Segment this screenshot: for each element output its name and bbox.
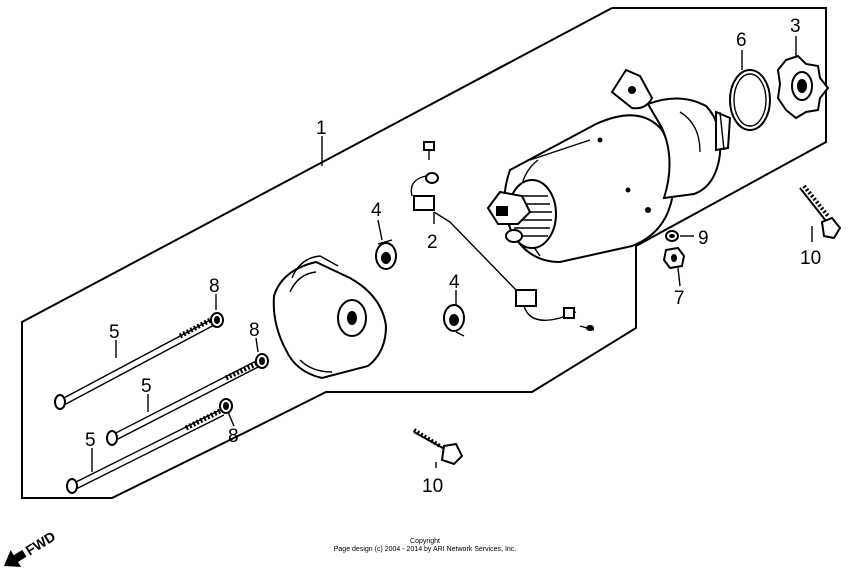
washer-9 — [665, 230, 679, 242]
starter-motor-body — [486, 68, 732, 264]
mounting-bolt-right — [799, 184, 842, 240]
o-ring — [729, 69, 771, 131]
nut-8-bottom — [219, 398, 233, 414]
callout-5-top: 5 — [109, 322, 120, 343]
callout-5-bottom: 5 — [85, 430, 96, 451]
callout-8-top: 8 — [209, 276, 220, 297]
idle-gear — [776, 54, 830, 120]
nut-8-middle — [255, 353, 269, 369]
assembly-boundary-lower — [21, 7, 613, 499]
nut-7 — [662, 246, 686, 270]
fwd-arrow-icon — [4, 549, 27, 568]
rear-end-cover — [272, 255, 388, 380]
copyright-line-2: Page design (c) 2004 - 2014 by ARI Netwo… — [333, 546, 517, 553]
callout-labels: 1 2 3 4 4 5 5 5 6 7 8 8 8 9 10 10 — [85, 16, 821, 497]
copyright-line-1: Copyright — [410, 538, 440, 545]
callout-6: 6 — [736, 30, 747, 51]
through-bolt-bottom — [66, 407, 225, 494]
callout-2: 2 — [427, 232, 438, 253]
leader-lines — [91, 36, 813, 472]
callout-7: 7 — [674, 288, 685, 309]
brush-assembly — [410, 141, 595, 331]
callout-4-lower: 4 — [449, 272, 460, 293]
callout-8-bottom: 8 — [228, 426, 239, 447]
through-bolt-middle — [106, 359, 263, 446]
mounting-bolt-bottom — [412, 428, 464, 466]
callout-1: 1 — [316, 118, 327, 139]
callout-10-right: 10 — [800, 248, 821, 269]
callout-8-middle: 8 — [249, 320, 260, 341]
assembly-boundary-upper — [76, 7, 827, 499]
brush-spring-upper — [375, 239, 397, 270]
brush-spring-lower — [443, 304, 465, 337]
nut-8-top — [210, 312, 224, 328]
callout-9: 9 — [698, 228, 709, 249]
callout-3: 3 — [790, 16, 801, 37]
through-bolt-top — [54, 315, 219, 410]
callout-4-upper: 4 — [371, 200, 382, 221]
callout-10-bottom: 10 — [422, 476, 443, 497]
callout-5-middle: 5 — [141, 376, 152, 397]
